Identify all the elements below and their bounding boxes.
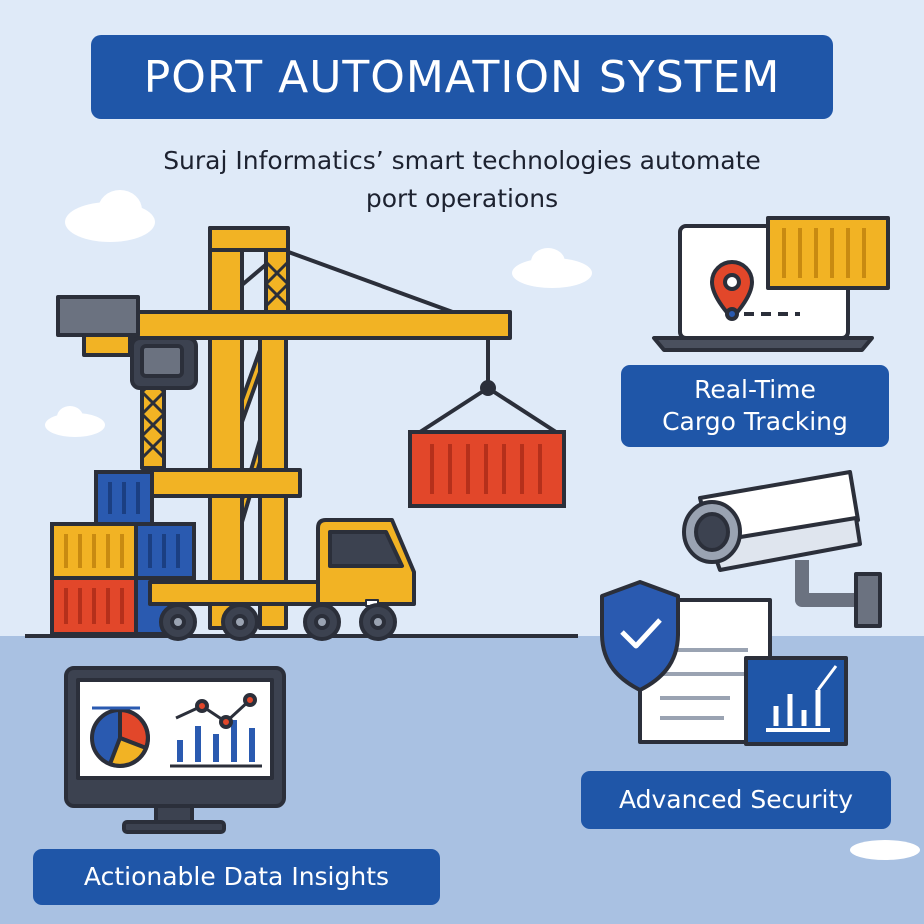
crane-icon [56,226,558,630]
shield-document-icon [600,580,848,746]
tracking-label-line-2: Cargo Tracking [662,407,848,436]
cloud-icon [512,248,592,288]
hanging-container [408,430,566,508]
laptop-location-icon [652,216,890,352]
security-camera-icon [682,470,882,628]
feature-label-tracking: Real-Time Cargo Tracking [621,365,889,447]
monitor-analytics-icon [64,666,286,834]
tracking-label-line-1: Real-Time [694,375,816,404]
page-subtitle: Suraj Informatics’ smart technologies au… [100,142,824,218]
subtitle-line-1: Suraj Informatics’ smart technologies au… [163,146,761,175]
feature-label-security: Advanced Security [581,771,891,829]
cloud-icon [850,840,920,860]
cloud-icon [45,406,105,437]
cloud-icon [65,190,155,242]
container-stack [50,470,196,636]
feature-label-insights: Actionable Data Insights [33,849,440,905]
page-title: PORT AUTOMATION SYSTEM [91,35,833,119]
subtitle-line-2: port operations [365,184,559,213]
truck-icon [148,518,416,641]
